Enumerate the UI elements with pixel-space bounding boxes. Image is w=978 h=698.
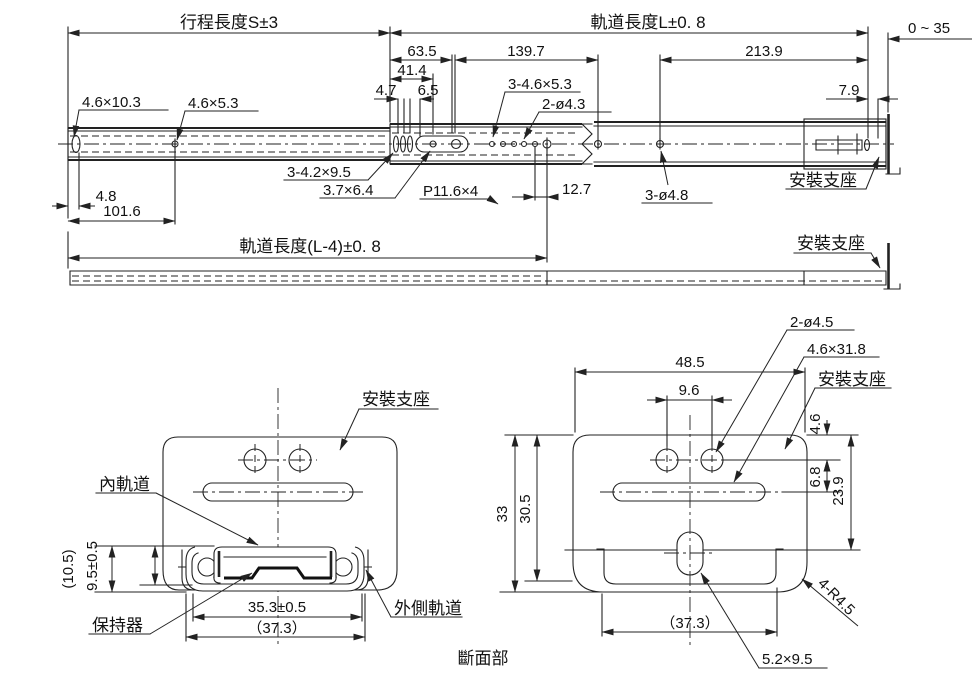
holes-label-b: 2-ø4.5 <box>790 314 833 331</box>
dim-37-3-b: （37.3） <box>660 615 719 632</box>
mid-slot2-label: 3.7×6.4 <box>323 182 373 199</box>
pitch-holes <box>488 140 539 148</box>
bracket-hooks <box>596 548 784 585</box>
dim-35-3: 35.3±0.5 <box>248 599 306 616</box>
section-a: 安裝支座 內軌道 保持器 外側軌道 (10.5) 9.5±0.5 35.3±0.… <box>60 388 463 646</box>
bracket-label-closed: 安裝支座 <box>797 234 865 253</box>
dim-23-9: 23.9 <box>830 476 847 505</box>
bottom-slot-label: 5.2×9.5 <box>762 651 812 668</box>
mid-slot-label: 3-4.2×9.5 <box>287 164 351 181</box>
extension-lines <box>67 26 889 263</box>
rail-joint-zigzag <box>580 123 593 165</box>
dim-7-9: 7.9 <box>839 82 860 99</box>
dim-48-5: 48.5 <box>675 354 704 371</box>
inner-rail-profile <box>213 546 337 578</box>
inner-rail-label: 內軌道 <box>99 475 150 494</box>
dim-213-9: 213.9 <box>745 43 783 60</box>
dim-33: 33 <box>494 506 511 523</box>
dim-4-8: 4.8 <box>96 188 117 205</box>
bracket-outline <box>572 434 808 593</box>
dim-139-7: 139.7 <box>507 43 545 60</box>
dim-9-5: 9.5±0.5 <box>84 541 101 591</box>
closed-rail-outline <box>69 270 887 286</box>
outer-rail-label: 外側軌道 <box>394 599 462 618</box>
bottom-slot <box>676 531 704 576</box>
bracket-outline <box>162 436 398 591</box>
dim-6-8: 6.8 <box>807 467 824 488</box>
dim-30-5: 30.5 <box>517 494 534 523</box>
top-view: 行程長度S±3 軌道長度L±0. 8 0 ~ 35 63.5 41.4 4.7 … <box>52 13 972 263</box>
travel-range-label: 0 ~ 35 <box>908 20 950 37</box>
dimension-lines <box>52 29 972 225</box>
release-lever <box>815 133 863 155</box>
leader-lines <box>72 91 880 205</box>
corner-radius-label: 4-R4.5 <box>814 575 858 619</box>
front-hole-label: 4.6×5.3 <box>188 95 238 112</box>
retainer-label: 保持器 <box>92 616 143 635</box>
dim-37-3-a: （37.3） <box>247 620 306 637</box>
dim-63-5: 63.5 <box>407 43 436 60</box>
front-slot-label: 4.6×10.3 <box>82 94 141 111</box>
ball-bearing <box>197 557 217 577</box>
bracket-label-top: 安裝支座 <box>789 171 857 190</box>
closed-rail-length-label: 軌道長度(L-4)±0. 8 <box>239 237 381 256</box>
bracket-label-b: 安裝支座 <box>818 370 886 389</box>
dim-12-7: 12.7 <box>562 181 591 198</box>
dim-4-6: 4.6 <box>807 414 824 435</box>
dim-4-7: 4.7 <box>376 82 397 99</box>
stroke-length-label: 行程長度S±3 <box>180 13 278 32</box>
section-caption: 斷面部 <box>458 649 509 668</box>
closed-view: 軌道長度(L-4)±0. 8 安裝支座 <box>67 231 901 290</box>
mounting-bracket-top <box>803 114 901 175</box>
mid-holes-label: 3-4.6×5.3 <box>508 76 572 93</box>
middle-rail-outline <box>389 123 593 165</box>
dim-6-5: 6.5 <box>418 82 439 99</box>
rear-holes-label: 3-ø4.8 <box>645 187 688 204</box>
slot-label-b: 4.6×31.8 <box>807 341 866 358</box>
dim-41-4: 41.4 <box>397 62 426 79</box>
bracket-label-a: 安裝支座 <box>362 390 430 409</box>
dim-10-5: (10.5) <box>60 549 77 588</box>
dim-101-6: 101.6 <box>103 203 141 220</box>
ball-bearing <box>333 557 353 577</box>
keyhole-slot <box>415 135 469 153</box>
pitch-label: P11.6×4 <box>423 183 478 200</box>
dim-9-6: 9.6 <box>679 382 700 399</box>
mid-holes2-label: 2-ø4.3 <box>542 96 585 113</box>
section-b: 2-ø4.5 4.6×31.8 安裝支座 48.5 9.6 4.6 6.8 23… <box>494 314 892 669</box>
rail-length-label: 軌道長度L±0. 8 <box>590 13 705 32</box>
rail-cross-section <box>181 546 369 592</box>
